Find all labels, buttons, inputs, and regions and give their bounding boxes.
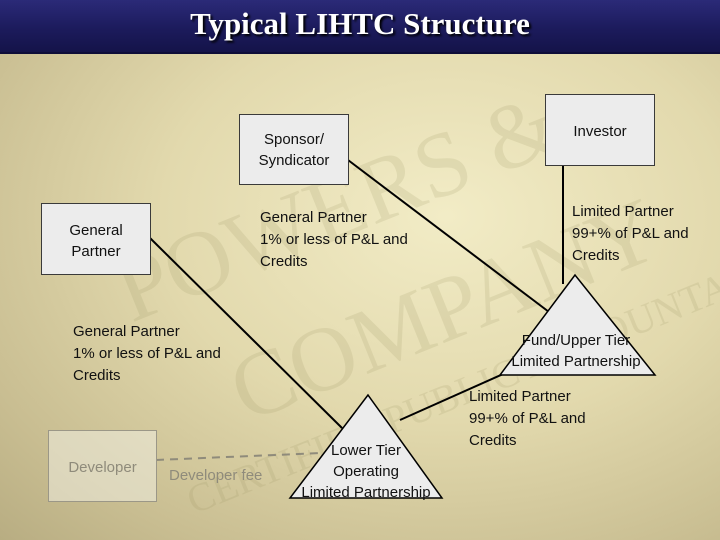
sponsor-syndicator-box: Sponsor/ Syndicator (239, 114, 349, 185)
investor-label: Investor (573, 123, 627, 140)
edge-label-text: Limited Partner (572, 203, 674, 220)
connector-sponsor-to-fund (347, 159, 554, 316)
fund-triangle (498, 273, 657, 376)
edge-label-fund-to-lower: Limited Partner 99+% of P&L and Credits (469, 386, 586, 452)
edge-label-sponsor-to-fund: General Partner 1% or less of P&L and Cr… (260, 207, 408, 273)
edge-label-gp-to-lower: General Partner 1% or less of P&L and Cr… (73, 321, 221, 387)
developer-box: Developer (48, 430, 157, 502)
lower-tier-triangle (288, 393, 444, 499)
edge-label-text: 99+% of P&L and (469, 410, 586, 427)
sponsor-label-line-1: Sponsor/ (263, 130, 325, 148)
lower-tier-label-line-3: Limited Partnership (301, 484, 431, 501)
edge-label-text: Credits (260, 253, 308, 270)
lower-tier-label-line-2: Operating (333, 463, 399, 480)
connector-gp-to-lower (149, 237, 343, 429)
title-bar: Typical LIHTC Structure (0, 0, 720, 54)
fund-upper-tier-label: Fund/Upper Tier Limited Partnership (476, 330, 676, 372)
general-partner-box: General Partner (41, 203, 151, 275)
edge-label-investor-to-fund: Limited Partner 99+% of P&L and Credits (572, 201, 689, 267)
edge-label-developer-fee: Developer fee (169, 467, 263, 484)
fund-label-line-2: Limited Partnership (511, 353, 641, 370)
general-partner-label-line-2: Partner (71, 243, 121, 260)
developer-label: Developer (68, 459, 137, 476)
edge-label-text: 99+% of P&L and (572, 225, 689, 242)
edge-label-text: 1% or less of P&L and (260, 231, 408, 248)
edge-label-text: 1% or less of P&L and (73, 345, 221, 362)
sponsor-label-line-2: Syndicator (258, 151, 330, 169)
edge-label-text: Limited Partner (469, 388, 571, 405)
edge-label-text: Credits (73, 367, 121, 384)
general-partner-label-line-1: General (69, 222, 123, 239)
investor-box: Investor (545, 94, 655, 166)
edge-label-text: General Partner (260, 209, 367, 226)
fund-label-line-1: Fund/Upper Tier (521, 332, 631, 349)
page-title: Typical LIHTC Structure (190, 6, 530, 41)
lower-tier-label: Lower Tier Operating Limited Partnership (266, 440, 466, 503)
lower-tier-label-line-1: Lower Tier (330, 442, 402, 459)
edge-label-text: Credits (572, 247, 620, 264)
edge-label-text: General Partner (73, 323, 180, 340)
edge-label-text: Credits (469, 432, 517, 449)
